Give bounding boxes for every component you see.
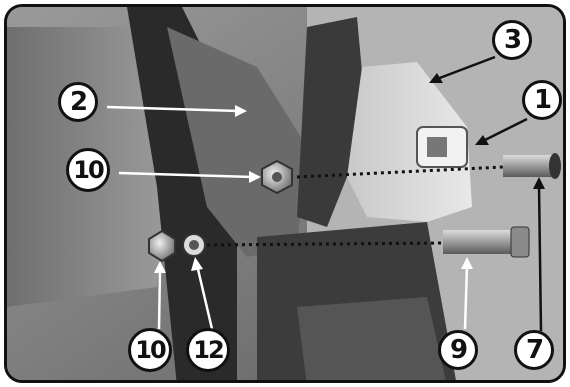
arrow-10-lower-head	[154, 261, 166, 273]
arrow-group	[106, 105, 473, 330]
arrow-3	[436, 55, 496, 81]
photo-scene	[7, 7, 563, 380]
leader-line-lower	[206, 241, 444, 247]
arrow-1-head	[475, 135, 489, 145]
dark-arrow-group	[429, 55, 545, 332]
callout-9: 9	[438, 330, 478, 370]
callout-2: 2	[58, 82, 98, 122]
mirror-arm	[297, 17, 367, 227]
bolt-7-head	[549, 153, 561, 179]
door-panel	[297, 297, 446, 380]
photo-frame	[4, 4, 566, 383]
bolt-7	[503, 155, 555, 177]
arrow-10-lower	[157, 268, 162, 330]
nut-10-lower	[148, 229, 176, 263]
bolt-9-head	[510, 226, 530, 258]
mounting-bracket	[347, 62, 472, 222]
callout-3: 3	[492, 20, 532, 60]
arrow-9-head	[461, 257, 473, 269]
washer-12-hole	[189, 240, 199, 250]
arrow-10-upper	[118, 171, 254, 179]
arrow-3-head	[429, 73, 443, 83]
arrow-10-upper-head	[249, 171, 261, 183]
arrow-9	[463, 264, 469, 330]
callout-1: 1	[522, 80, 562, 120]
callout-7: 7	[514, 330, 554, 370]
arrow-7-head	[533, 177, 545, 189]
mirror-housing	[167, 27, 307, 257]
callout-10-upper: 10	[66, 148, 110, 192]
arrow-12	[195, 264, 214, 330]
arrow-2-head	[235, 105, 247, 117]
arrow-1	[482, 117, 528, 143]
bracket-slot	[427, 137, 447, 157]
arrow-2	[106, 105, 240, 113]
callout-10-lower: 10	[128, 328, 172, 372]
arrow-7	[537, 184, 543, 332]
bolt-9	[443, 230, 513, 254]
arrow-12-head	[191, 257, 203, 271]
callout-12: 12	[186, 328, 230, 372]
nut-10-upper-hole	[272, 172, 282, 182]
